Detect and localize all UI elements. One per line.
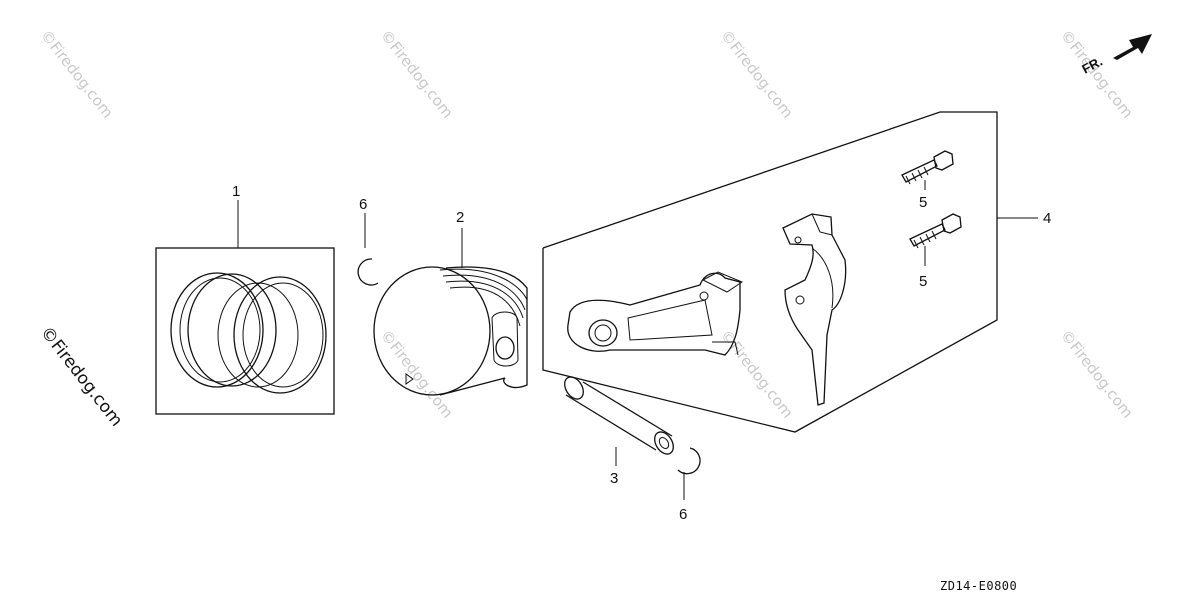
- connecting-rod: [567, 271, 744, 356]
- callout-4: 4: [1043, 210, 1051, 227]
- watermark: ©Firedog.com: [1057, 26, 1137, 121]
- piston: [373, 228, 528, 396]
- rod-bolt-lower: [909, 213, 962, 266]
- callout-2: 2: [456, 209, 464, 226]
- piston-ring-set: [155, 200, 335, 415]
- callout-5-lower: 5: [919, 273, 927, 290]
- watermark: ©Firedog.com: [377, 26, 457, 121]
- watermark: ©Firedog.com: [1057, 326, 1137, 421]
- connecting-rod-cap: [782, 213, 847, 406]
- watermark: ©Firedog.com: [37, 26, 117, 121]
- callout-1: 1: [232, 183, 240, 200]
- connecting-rod-assembly: [542, 111, 1038, 433]
- callout-5-upper: 5: [919, 194, 927, 211]
- front-arrow-icon: [1113, 34, 1152, 60]
- side-watermark: ©Firedog.com: [36, 323, 126, 431]
- diagram-reference-code: ZD14-E0800: [940, 579, 1017, 593]
- piston-pin-clip-upper: [357, 213, 379, 286]
- callout-6-lower: 6: [679, 506, 687, 523]
- watermark: ©Firedog.com: [717, 26, 797, 121]
- piston-pin: [564, 376, 674, 466]
- watermark: ©Firedog.com: [717, 326, 797, 421]
- piston-pin-clip-lower: [677, 447, 701, 500]
- callout-3: 3: [610, 470, 618, 487]
- rod-bolt-upper: [901, 150, 954, 190]
- watermark-tiles: ©Firedog.com ©Firedog.com ©Firedog.com ©…: [37, 26, 1137, 421]
- callout-6-upper: 6: [359, 196, 367, 213]
